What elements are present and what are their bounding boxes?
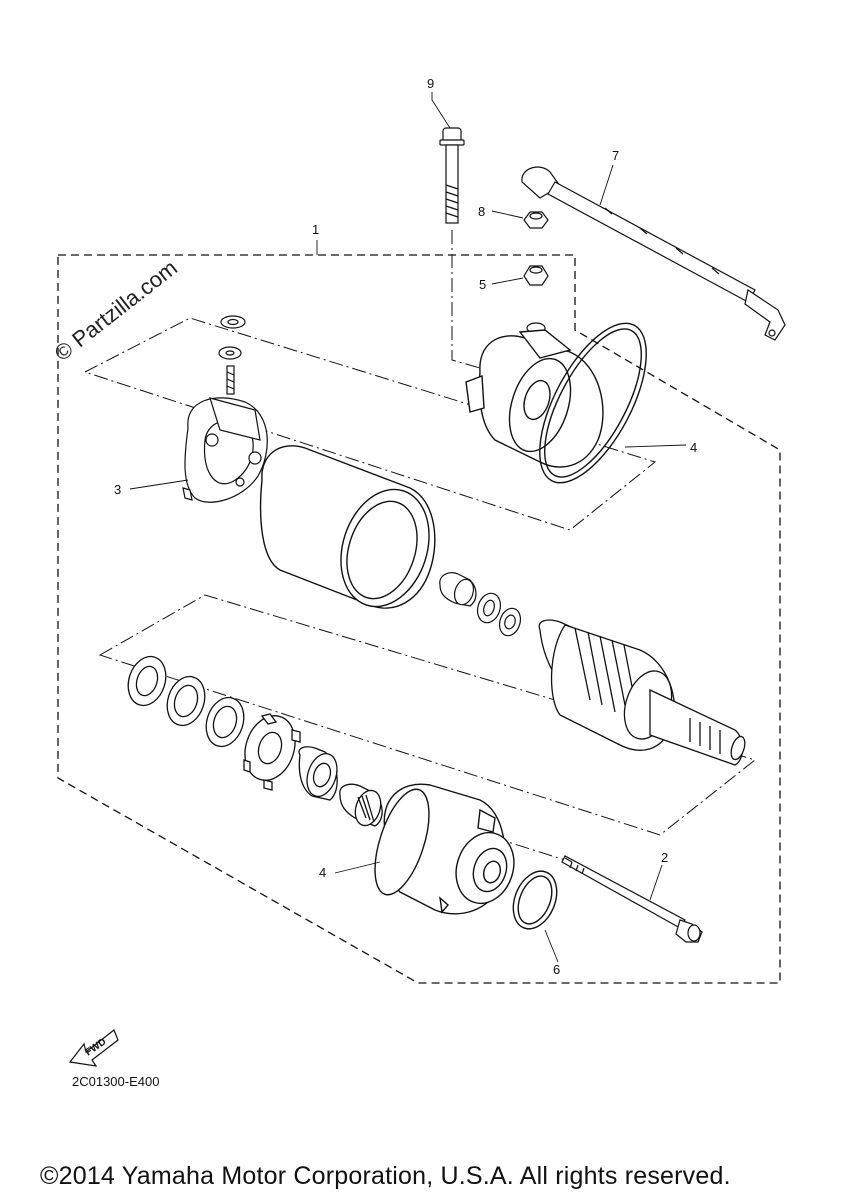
- bolt-axis-line: [469, 829, 566, 861]
- callout-6: 6: [553, 962, 560, 977]
- nut-part-5: [523, 265, 549, 286]
- upper-explode-plane: [83, 317, 657, 531]
- lower-explode-plane: [98, 594, 757, 836]
- fwd-direction-badge: FWD: [68, 1029, 119, 1067]
- washer-set: [127, 655, 245, 748]
- callout-2: 2: [661, 850, 668, 865]
- bolt-guide-line: [451, 230, 481, 369]
- lock-washer: [243, 713, 301, 791]
- callout-8: 8: [478, 204, 485, 219]
- copyright-notice: ©2014 Yamaha Motor Corporation, U.S.A. A…: [40, 1162, 731, 1190]
- callout-1: 1: [312, 222, 319, 237]
- callout-4-upper: 4: [690, 440, 697, 455]
- bearing: [298, 746, 338, 801]
- bushing-and-washers: [439, 572, 522, 637]
- armature: [538, 619, 746, 766]
- lead-wire-part-7: [521, 166, 786, 341]
- callout-3: 3: [114, 482, 121, 497]
- needle-bushing: [339, 783, 383, 827]
- watermark: © Partzilla.com: [50, 255, 182, 366]
- rear-cover: [374, 783, 515, 915]
- long-bolt-part-9: [439, 127, 465, 224]
- callout-4-lower: 4: [319, 865, 326, 880]
- diagram-code: 2C01300-E400: [72, 1074, 160, 1089]
- assembly-boundary: [57, 254, 781, 984]
- callout-5: 5: [479, 277, 486, 292]
- through-bolt-part-2: [561, 855, 703, 943]
- callout-9: 9: [427, 76, 434, 91]
- o-ring-part-6: [512, 870, 558, 930]
- front-cover: [465, 329, 604, 468]
- callout-7: 7: [612, 148, 619, 163]
- leader-lines: [129, 92, 687, 963]
- yoke-housing: [259, 445, 436, 609]
- nut-part-8: [523, 211, 549, 229]
- o-ring-upper-part-4: [539, 322, 647, 484]
- brush-holder-part-3: [182, 315, 268, 503]
